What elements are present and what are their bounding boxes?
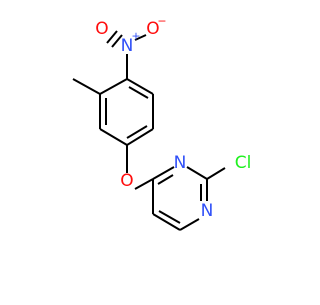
- bond-n-o-top-b: [106, 30, 118, 44]
- bond-pyr-c4-n3: [152, 166, 175, 180]
- charge-plus: +: [131, 30, 140, 43]
- molecule-drawing: O N + O − O N N Cl: [72, 15, 252, 231]
- bond-ether-o-pyr-c4: [134, 178, 154, 190]
- bond-c3-c4: [126, 128, 154, 146]
- charge-minus: −: [157, 15, 166, 28]
- atom-oxygen-nitro-right: O: [146, 19, 159, 39]
- bond-n-o-right: [134, 34, 147, 41]
- bond-pyr-n3-c2: [186, 166, 208, 180]
- bond-pyr-n1-c6: [179, 218, 200, 231]
- atom-chlorine: Cl: [235, 153, 252, 173]
- structure-canvas: O N + O − O N N Cl: [72, 15, 252, 231]
- atom-nitrogen-nitro: N: [121, 36, 134, 56]
- bond-methyl: [72, 78, 101, 95]
- atom-pyrimidine-n1: N: [201, 201, 214, 221]
- bond-pyr-c6-c5-inner: [158, 210, 181, 224]
- bond-c2-cl: [206, 167, 226, 180]
- bond-n-o-top-a: [111, 34, 123, 48]
- bond-pyr-c4-n3-inner: [157, 174, 174, 185]
- bond-c1-c2-inner: [128, 86, 149, 99]
- bond-c6-c1: [99, 78, 128, 95]
- atom-oxygen-nitro-top: O: [95, 19, 108, 39]
- bond-c4-c5: [99, 128, 128, 146]
- atom-pyrimidine-n3: N: [174, 153, 187, 173]
- bond-c3-c4-inner: [126, 125, 148, 139]
- bond-pyr-c6-c5: [152, 213, 181, 231]
- atom-ether-oxygen: O: [120, 171, 133, 191]
- bond-c1-c2: [126, 78, 154, 95]
